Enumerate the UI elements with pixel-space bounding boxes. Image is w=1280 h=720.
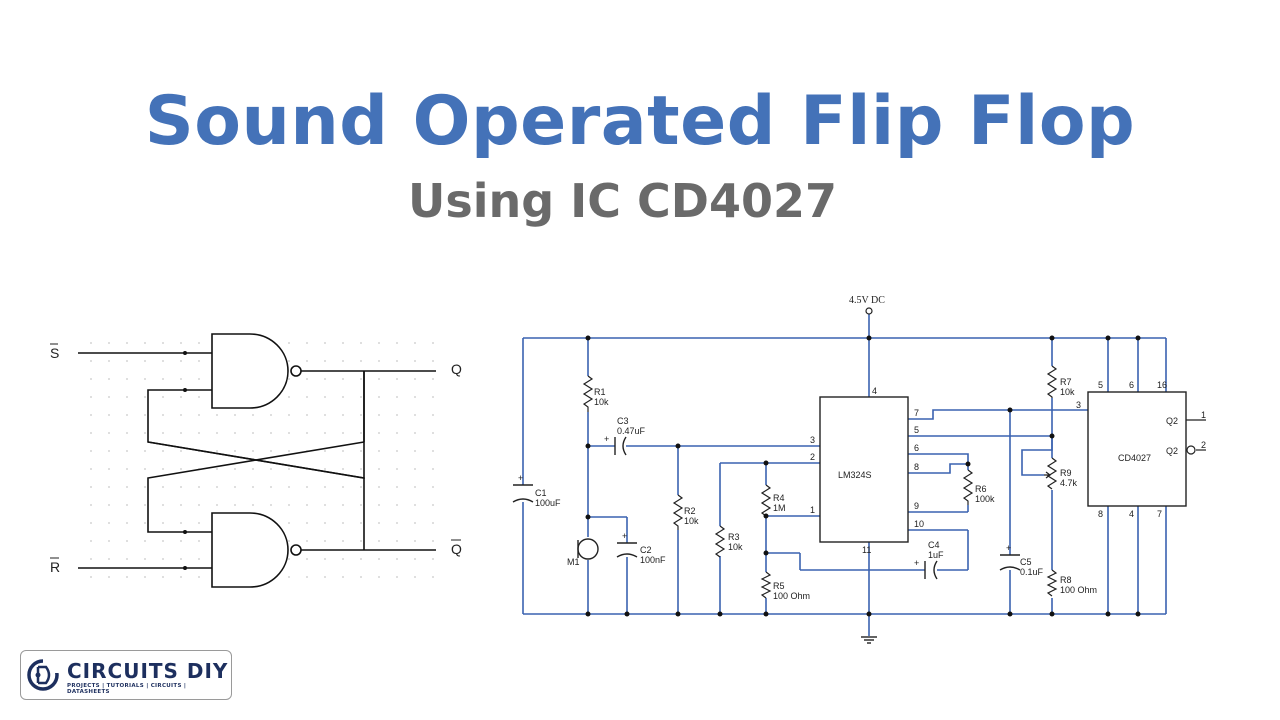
feedback-cross-wire xyxy=(147,441,365,533)
cd4027-name: CD4027 xyxy=(1118,453,1151,463)
cd4027-pin-3: 3 xyxy=(1076,400,1081,410)
svg-text:+: + xyxy=(622,531,627,541)
c5-value: 0.1uF xyxy=(1020,567,1044,577)
r3-value: 10k xyxy=(728,542,743,552)
m1-ref: M1 xyxy=(567,557,580,567)
resistor-r4 xyxy=(760,484,772,518)
svg-text:+: + xyxy=(914,558,919,568)
potentiometer-r9 xyxy=(1046,457,1058,490)
capacitor-c1 xyxy=(512,484,534,503)
c3-value: 0.47uF xyxy=(617,426,646,436)
r-input-label: R xyxy=(50,559,60,575)
r2-value: 10k xyxy=(684,516,699,526)
c1-ref: C1 xyxy=(535,488,547,498)
r7-value: 10k xyxy=(1060,387,1075,397)
r3-ref: R3 xyxy=(728,532,740,542)
c1-value: 100uF xyxy=(535,498,561,508)
cd4027-pin-5: 5 xyxy=(1098,380,1103,390)
feedback-qbar-wire xyxy=(147,441,365,550)
qbar-output-label: Q xyxy=(451,541,462,557)
lm324s-name: LM324S xyxy=(838,470,872,480)
lm324s-pin-2: 2 xyxy=(810,452,815,462)
r8-ref: R8 xyxy=(1060,575,1072,585)
q-output-label: Q xyxy=(451,361,462,377)
c4-ref: C4 xyxy=(928,540,940,550)
resistor-r8 xyxy=(1046,569,1058,597)
microphone-m1 xyxy=(577,538,599,560)
lm324s-pin-10: 10 xyxy=(914,519,924,529)
page-subtitle: Using IC CD4027 xyxy=(407,174,838,228)
svg-text:+: + xyxy=(518,473,523,483)
c2-value: 100nF xyxy=(640,555,666,565)
lm324s-pin-11: 11 xyxy=(862,545,871,555)
upper-nand-gate xyxy=(211,333,289,409)
capacitor-c5 xyxy=(999,554,1021,571)
cd4027-pin-4: 4 xyxy=(1129,509,1134,519)
r8-value: 100 Ohm xyxy=(1060,585,1097,595)
logo-brand: CIRCUITS DIY xyxy=(67,659,229,683)
supply-terminal xyxy=(865,307,873,315)
r4-value: 1M xyxy=(773,503,786,513)
resistor-r2 xyxy=(672,494,684,530)
c3-ref: C3 xyxy=(617,416,629,426)
resistor-r5 xyxy=(760,571,772,599)
c5-ref: C5 xyxy=(1020,557,1032,567)
svg-text:+: + xyxy=(604,434,609,444)
junctions xyxy=(585,335,1141,617)
resistor-r1 xyxy=(582,375,594,412)
lm324s-pin-9: 9 xyxy=(914,501,919,511)
lm324s-pin-6: 6 xyxy=(914,443,919,453)
cd4027-pin-1: 1 xyxy=(1201,410,1206,420)
cd4027-pin-7: 7 xyxy=(1157,509,1162,519)
c2-ref: C2 xyxy=(640,545,652,555)
capacitor-c2 xyxy=(616,542,638,558)
r6-value: 100k xyxy=(975,494,995,504)
lm324s-pin-7: 7 xyxy=(914,408,919,418)
ic-lm324s xyxy=(819,396,909,543)
circuits-diy-logo: CIRCUITS DIY PROJECTS | TUTORIALS | CIRC… xyxy=(20,650,232,700)
logo-tagline: PROJECTS | TUTORIALS | CIRCUITS | DATASH… xyxy=(67,683,187,695)
r4-ref: R4 xyxy=(773,493,785,503)
logo-mark-icon xyxy=(27,659,59,691)
lm324s-pin-4: 4 xyxy=(872,386,877,396)
r1-value: 10k xyxy=(594,397,609,407)
cd4027-pin-16: 16 xyxy=(1157,380,1167,390)
lm324s-pin-8: 8 xyxy=(914,462,919,472)
capacitor-c3 xyxy=(614,436,627,456)
capacitor-c4 xyxy=(924,560,938,580)
r9-value: 4.7k xyxy=(1060,478,1078,488)
resistor-r6 xyxy=(962,469,974,505)
r5-ref: R5 xyxy=(773,581,785,591)
resistor-r7 xyxy=(1046,365,1058,398)
lm324s-pin-3: 3 xyxy=(810,435,815,445)
r5-value: 100 Ohm xyxy=(773,591,810,601)
lm324s-pin-1: 1 xyxy=(810,505,815,515)
lower-nand-gate xyxy=(211,512,289,588)
wires xyxy=(522,314,1167,636)
ic-cd4027 xyxy=(1087,391,1187,507)
page-title: Sound Operated Flip Flop xyxy=(144,82,1136,161)
cd4027-q2bar-label: Q2 xyxy=(1166,446,1178,456)
svg-text:+: + xyxy=(1006,543,1011,553)
supply-label: 4.5V DC xyxy=(849,295,885,306)
c4-value: 1uF xyxy=(928,550,944,560)
lm324s-pin-5: 5 xyxy=(914,425,919,435)
cd4027-pin-6: 6 xyxy=(1129,380,1134,390)
resistor-r3 xyxy=(714,525,726,558)
cd4027-q2-label: Q2 xyxy=(1166,416,1178,426)
s-input-label: S xyxy=(50,345,59,361)
r9-ref: R9 xyxy=(1060,468,1072,478)
r1-ref: R1 xyxy=(594,387,606,397)
ground-icon xyxy=(861,636,877,644)
r2-ref: R2 xyxy=(684,506,696,516)
cd4027-pin-8: 8 xyxy=(1098,509,1103,519)
r7-ref: R7 xyxy=(1060,377,1072,387)
cd4027-pin-2: 2 xyxy=(1201,440,1206,450)
r6-ref: R6 xyxy=(975,484,987,494)
